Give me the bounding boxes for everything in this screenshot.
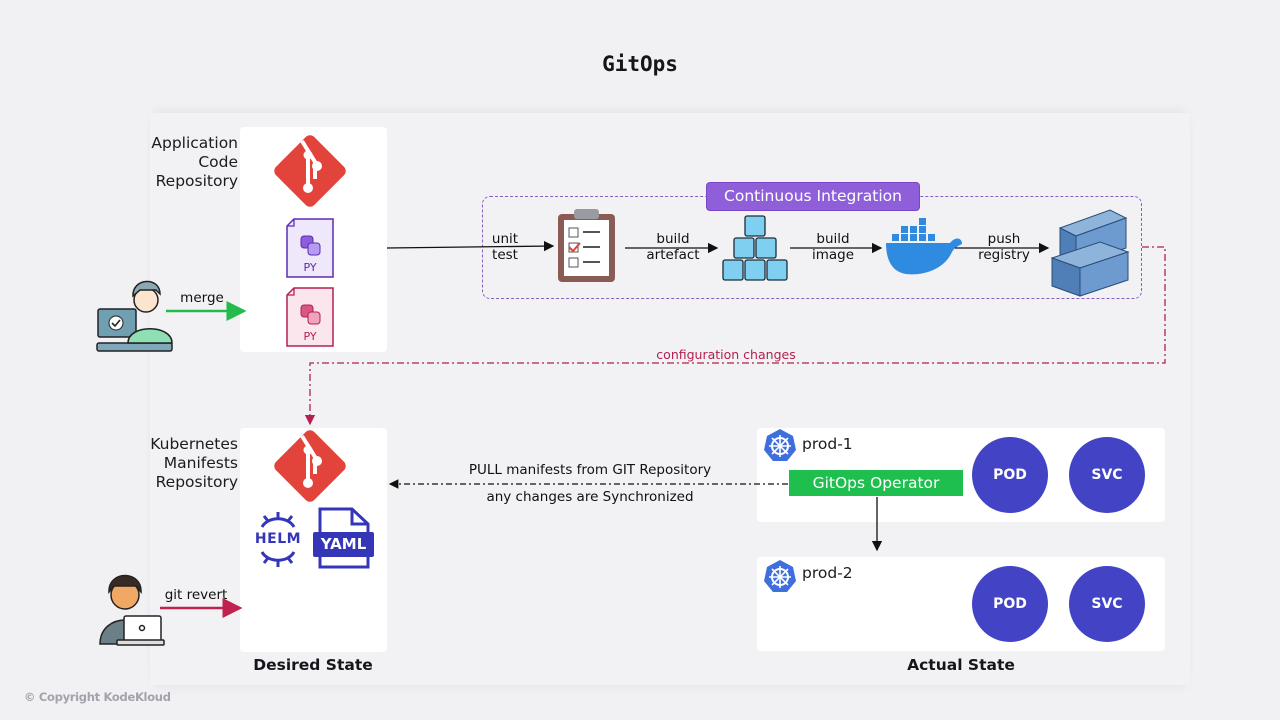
python-file-label: PY (303, 261, 317, 274)
kubernetes-icon (764, 429, 796, 461)
cubes-artifact-icon (722, 215, 788, 281)
git-logo-icon (274, 430, 346, 502)
git-logo-icon (274, 135, 346, 207)
page-title: GitOps (602, 52, 678, 76)
python-file-icon (286, 218, 334, 278)
configuration-changes-label: configuration changes (656, 347, 796, 362)
helm-icon (260, 512, 296, 567)
k8s-repo-label: Kubernetes Manifests Repository (150, 435, 238, 491)
gitops-operator-badge: GitOps Operator (789, 470, 963, 496)
push-registry-label: push registry (978, 231, 1030, 263)
build-artefact-label: build artefact (646, 231, 700, 263)
svc-resource: SVC (1069, 437, 1145, 513)
python-file-icon (286, 287, 334, 347)
clipboard-checklist-icon (558, 209, 615, 282)
python-file-label: PY (303, 330, 317, 343)
docker-whale-icon (886, 218, 962, 275)
copyright-notice: © Copyright KodeKloud (24, 690, 171, 704)
actual-state-label: Actual State (907, 656, 1015, 674)
yaml-label: YAML (320, 535, 367, 553)
cluster-name-prod-1: prod-1 (802, 435, 853, 453)
svc-resource: SVC (1069, 566, 1145, 642)
yaml-file-icon (313, 507, 374, 569)
app-repo-label: Application Code Repository (151, 134, 238, 190)
pull-manifests-label: PULL manifests from GIT Repository (468, 462, 712, 478)
app-repo-to-ci-arrow (386, 240, 555, 252)
ci-title-badge: Continuous Integration (706, 182, 920, 211)
pod-resource: POD (972, 437, 1048, 513)
merge-label: merge (180, 290, 224, 306)
developer-at-desktop-icon (96, 280, 173, 352)
pod-resource: POD (972, 566, 1048, 642)
desired-state-label: Desired State (253, 656, 373, 674)
unit-test-label: unit test (491, 231, 519, 263)
helm-label: HELM (254, 531, 302, 547)
git-revert-label: git revert (164, 587, 228, 603)
configuration-changes-arrow (304, 246, 1166, 426)
sync-label: any changes are Synchronized (486, 489, 694, 505)
container-registry-icon (1050, 209, 1130, 297)
kubernetes-icon (764, 560, 796, 592)
build-image-label: build image (811, 231, 855, 263)
developer-at-laptop-icon (99, 574, 165, 646)
cluster-name-prod-2: prod-2 (802, 564, 853, 582)
